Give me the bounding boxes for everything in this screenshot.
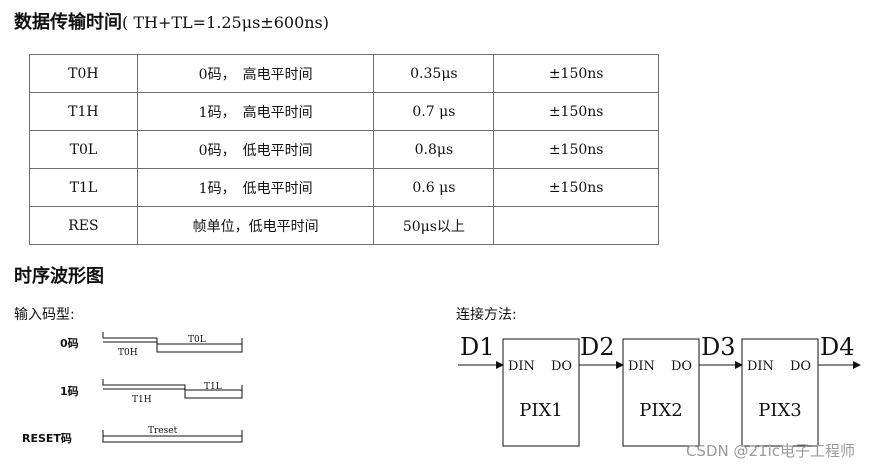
pix2-din-label: DIN [628, 359, 655, 374]
node-d1: D1 [460, 333, 495, 361]
reset-span-label: Treset [148, 426, 178, 436]
table-cell-time: 0.35μs [373, 54, 495, 93]
table-cell-code: T0L [29, 130, 138, 169]
code0-low-label: T0L [188, 335, 206, 345]
table-cell-tolerance: ±150ns [493, 130, 659, 169]
pix1-name: PIX1 [519, 400, 563, 421]
code0-high-label: T0H [118, 348, 138, 358]
table-row: T0H 0码， 高电平时间 0.35μs ±150ns [29, 54, 659, 93]
code1-low-label: T1L [204, 382, 222, 392]
page-title: 数据传输时间( TH+TL=1.25μs±600ns) [14, 8, 329, 34]
table-row: RES 帧单位，低电平时间 50μs以上 [29, 206, 659, 245]
title-main: 数据传输时间 [14, 12, 122, 33]
table-cell-desc: 1码， 低电平时间 [136, 168, 375, 207]
title-formula: ( TH+TL=1.25μs±600ns) [122, 13, 329, 32]
table-cell-tolerance [493, 206, 659, 245]
table-row: T1L 1码， 低电平时间 0.6 μs ±150ns [29, 168, 659, 207]
node-d3: D3 [701, 333, 736, 361]
table-row: T1H 1码， 高电平时间 0.7 μs ±150ns [29, 92, 659, 131]
waveform-heading: 时序波形图 [14, 266, 104, 287]
table-cell-desc: 1码， 高电平时间 [136, 92, 375, 131]
table-cell-code: T1H [29, 92, 138, 131]
pix2-name: PIX2 [639, 400, 683, 421]
table-cell-desc: 0码， 高电平时间 [136, 54, 375, 93]
pix2-do-label: DO [671, 359, 692, 374]
code1-high-label: T1H [132, 395, 152, 405]
table-cell-desc: 0码， 低电平时间 [136, 130, 375, 169]
waveform-diagram: 0码 T0H T0L 1码 T1H T1L RESET码 Treset [22, 332, 243, 445]
table-cell-time: 0.6 μs [373, 168, 495, 207]
pix3-name: PIX3 [758, 400, 802, 421]
code1-label: 1码 [60, 385, 79, 398]
table-cell-time: 0.7 μs [373, 92, 495, 131]
table-cell-time: 0.8μs [373, 130, 495, 169]
table-cell-code: T1L [29, 168, 138, 207]
node-d2: D2 [580, 333, 615, 361]
table-cell-time: 50μs以上 [373, 206, 495, 245]
table-cell-desc: 帧单位，低电平时间 [136, 206, 375, 245]
code0-label: 0码 [60, 337, 79, 350]
watermark: CSDN @21ic电子工程师 [685, 442, 855, 460]
table-cell-code: T0H [29, 54, 138, 93]
table-cell-tolerance: ±150ns [493, 92, 659, 131]
pix3-do-label: DO [790, 359, 811, 374]
reset-label: RESET码 [22, 432, 72, 445]
connection-label: 连接方法: [456, 307, 517, 323]
connection-diagram: D1 D2 D3 D4 DIN DO PIX1 DIN DO PIX2 DIN … [458, 333, 861, 447]
pix3-din-label: DIN [747, 359, 774, 374]
pix1-din-label: DIN [508, 359, 535, 374]
node-d4: D4 [820, 333, 855, 361]
pix1-chip [502, 338, 580, 447]
table-cell-tolerance: ±150ns [493, 168, 659, 207]
pix1-do-label: DO [551, 359, 572, 374]
table-cell-code: RES [29, 206, 138, 245]
timing-table: T0H 0码， 高电平时间 0.35μs ±150ns T1H 1码， 高电平时… [29, 54, 659, 245]
pix3-chip [741, 338, 819, 447]
input-code-label: 输入码型: [14, 307, 75, 323]
table-row: T0L 0码， 低电平时间 0.8μs ±150ns [29, 130, 659, 169]
table-cell-tolerance: ±150ns [493, 54, 659, 93]
pix2-chip [622, 338, 700, 447]
